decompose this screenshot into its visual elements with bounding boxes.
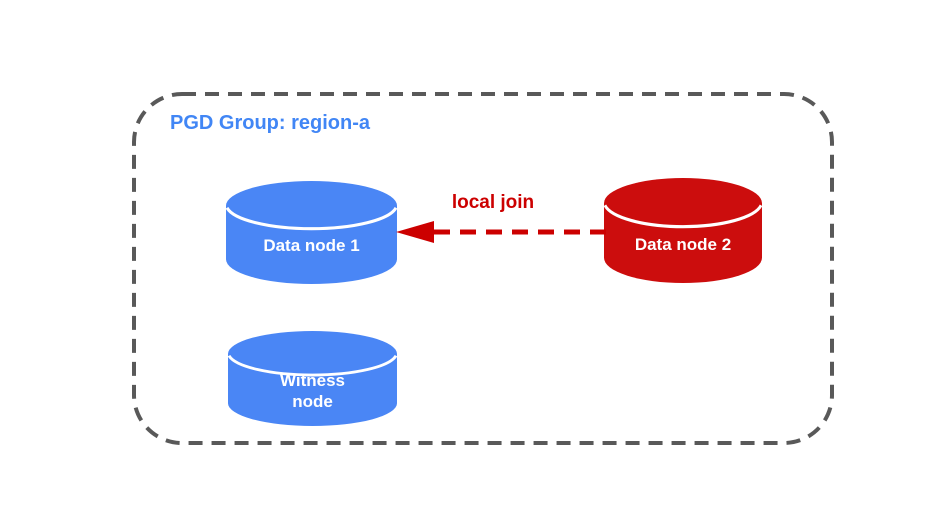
node-witness: Witness node <box>228 331 397 426</box>
node-data-node-1: Data node 1 <box>226 181 397 284</box>
cylinder-shape <box>604 178 762 283</box>
group-boundary <box>132 92 834 445</box>
cylinder-highlight <box>228 354 397 377</box>
arrow-head-icon <box>396 221 434 243</box>
group-boundary-rect <box>132 92 834 445</box>
edge-label-local-join: local join <box>451 192 535 213</box>
node-data-node-2: Data node 2 <box>604 178 762 283</box>
node-label-data-node-1: Data node 1 <box>263 236 360 256</box>
database-cylinder-icon <box>228 331 397 426</box>
cylinder-highlight <box>604 204 762 229</box>
node-label-witness: Witness node <box>279 370 346 411</box>
node-label-data-node-2: Data node 2 <box>634 234 732 254</box>
group-title: PGD Group: region-a <box>170 112 370 134</box>
database-cylinder-icon <box>226 181 397 284</box>
cylinder-shape <box>228 331 397 426</box>
database-cylinder-icon <box>604 178 762 283</box>
local-join-arrow <box>396 221 606 243</box>
cylinder-highlight <box>226 206 397 231</box>
cylinder-shape <box>226 181 397 284</box>
